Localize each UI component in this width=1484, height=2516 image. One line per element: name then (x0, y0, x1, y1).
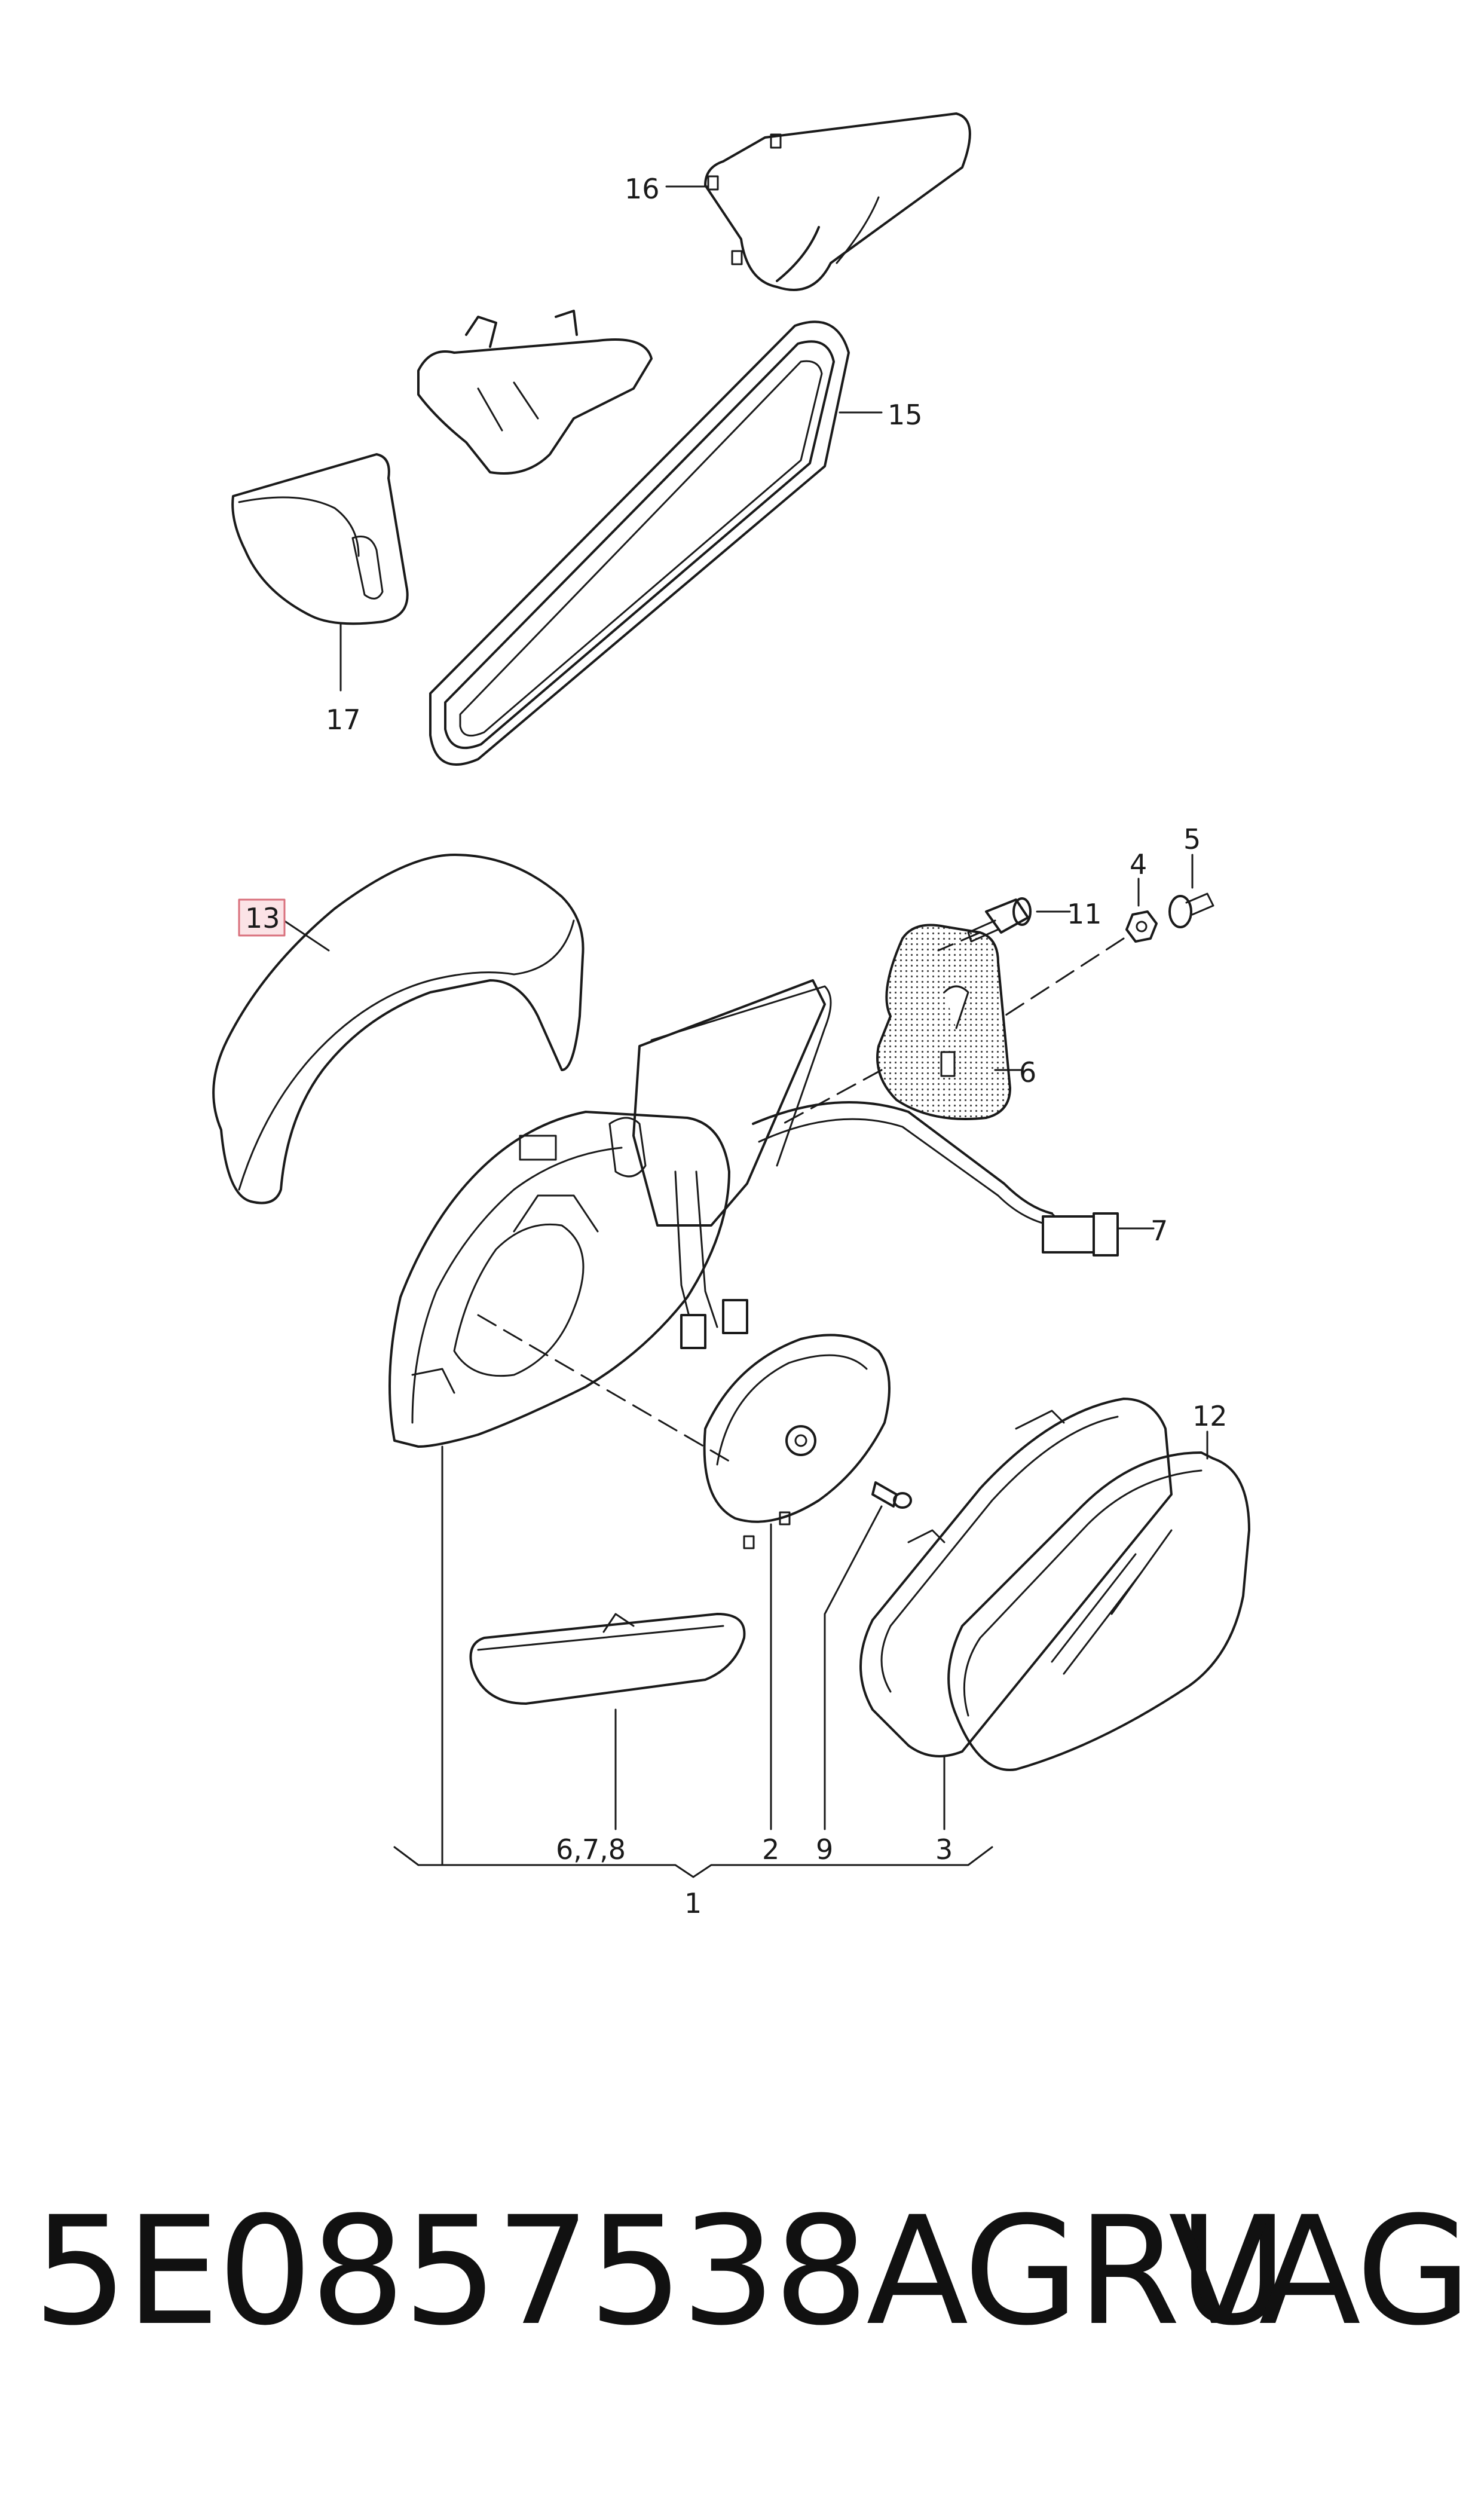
part-number-caption: 5E0857538AGRU (33, 2184, 1287, 2358)
adjustment-motor-2 (703, 1334, 891, 1549)
callout-16: 16 (625, 173, 660, 205)
exploded-parts-diagram: 16 15 17 13 11 4 5 6 7 12 6,7,8 2 9 3 1 (212, 112, 1250, 1919)
callout-4: 4 (1130, 848, 1147, 881)
bracket-plate-6 (876, 924, 1011, 1120)
callout-13: 13 (245, 902, 280, 934)
glass-plates (632, 979, 832, 1227)
assembly-line (937, 931, 981, 952)
assembly-line (477, 1314, 736, 1466)
cable-harness-7 (752, 1101, 1119, 1257)
mirror-housing (388, 1111, 748, 1448)
callout-9: 9 (816, 1833, 833, 1866)
callout-1: 1 (684, 1887, 702, 1919)
callout-7: 7 (1151, 1215, 1168, 1247)
callout-12: 12 (1192, 1400, 1228, 1432)
group-bracket-1 (393, 1846, 993, 1878)
mirror-glass-12 (947, 1451, 1250, 1771)
callout-15: 15 (888, 399, 923, 431)
callout-678: 6,7,8 (556, 1833, 626, 1866)
assembly-line (1003, 937, 1125, 1017)
turn-signal-strip-678 (469, 1613, 746, 1705)
mirror-cap-13 (212, 854, 585, 1204)
trim-piece-16 (704, 112, 971, 291)
callout-6: 6 (1019, 1056, 1036, 1089)
nut-4 (1125, 910, 1158, 943)
callout-13-highlight: 13 (238, 898, 286, 937)
assembly-line (782, 1069, 883, 1125)
mount-cover-17 (231, 453, 409, 625)
callout-17: 17 (326, 704, 361, 736)
leader-13 (283, 919, 330, 952)
callout-5: 5 (1183, 823, 1201, 855)
mirror-carrier-3 (859, 1398, 1173, 1757)
brand-caption: VAG (1168, 2184, 1471, 2358)
washer-screw-5 (1168, 892, 1214, 928)
callout-3: 3 (935, 1833, 953, 1866)
callout-2: 2 (762, 1833, 779, 1866)
interior-mirror-15 (417, 310, 850, 766)
callout-11: 11 (1067, 898, 1102, 930)
leader-9 (824, 1505, 883, 1830)
screw-9 (871, 1481, 912, 1509)
